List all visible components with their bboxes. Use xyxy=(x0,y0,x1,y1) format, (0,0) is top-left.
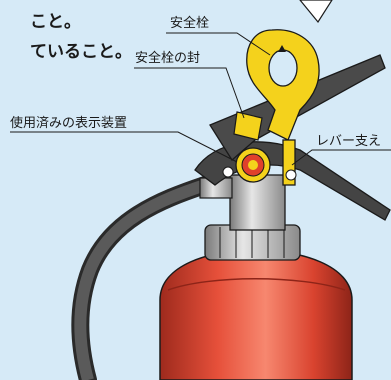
instruction-line-2: ていること。 xyxy=(30,42,132,62)
callout-pointer xyxy=(299,0,333,24)
leader-safety-pin-seal xyxy=(134,67,245,119)
label-safety-pin: 安全栓 xyxy=(170,16,210,31)
label-safety-pin-seal: 安全栓の封 xyxy=(135,51,201,66)
instruction-line-1: こと。 xyxy=(30,12,81,32)
label-used-indicator: 使用済みの表示装置 xyxy=(10,116,128,131)
cylinder xyxy=(159,249,353,380)
label-lever-support: レバー支え xyxy=(316,134,382,149)
leader-safety-pin xyxy=(166,32,271,56)
valve-body xyxy=(229,174,286,231)
leader-used-indicator xyxy=(10,131,238,163)
used-indicator xyxy=(235,147,271,183)
safety-pin xyxy=(246,29,320,186)
safety-pin-seal xyxy=(233,111,263,141)
leader-lever-support xyxy=(291,149,391,166)
